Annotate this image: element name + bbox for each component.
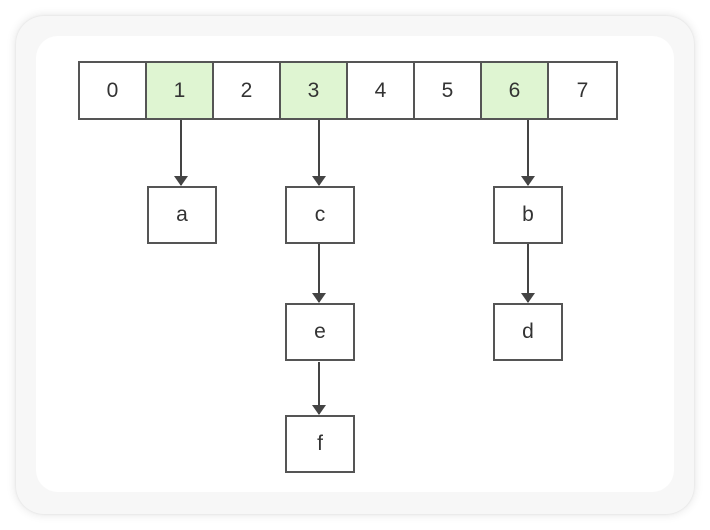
node-f: f [285, 415, 355, 473]
bucket-array: 0 1 2 3 4 5 6 7 [78, 61, 618, 120]
array-cell-5: 5 [415, 63, 482, 118]
array-cell-3: 3 [281, 63, 348, 118]
node-e: e [285, 303, 355, 361]
node-c: c [285, 186, 355, 244]
array-cell-7: 7 [549, 63, 616, 118]
array-cell-6: 6 [482, 63, 549, 118]
node-a: a [147, 186, 217, 244]
array-cell-2: 2 [214, 63, 281, 118]
array-cell-0: 0 [80, 63, 147, 118]
array-cell-1: 1 [147, 63, 214, 118]
node-b: b [493, 186, 563, 244]
node-d: d [493, 303, 563, 361]
array-cell-4: 4 [348, 63, 415, 118]
